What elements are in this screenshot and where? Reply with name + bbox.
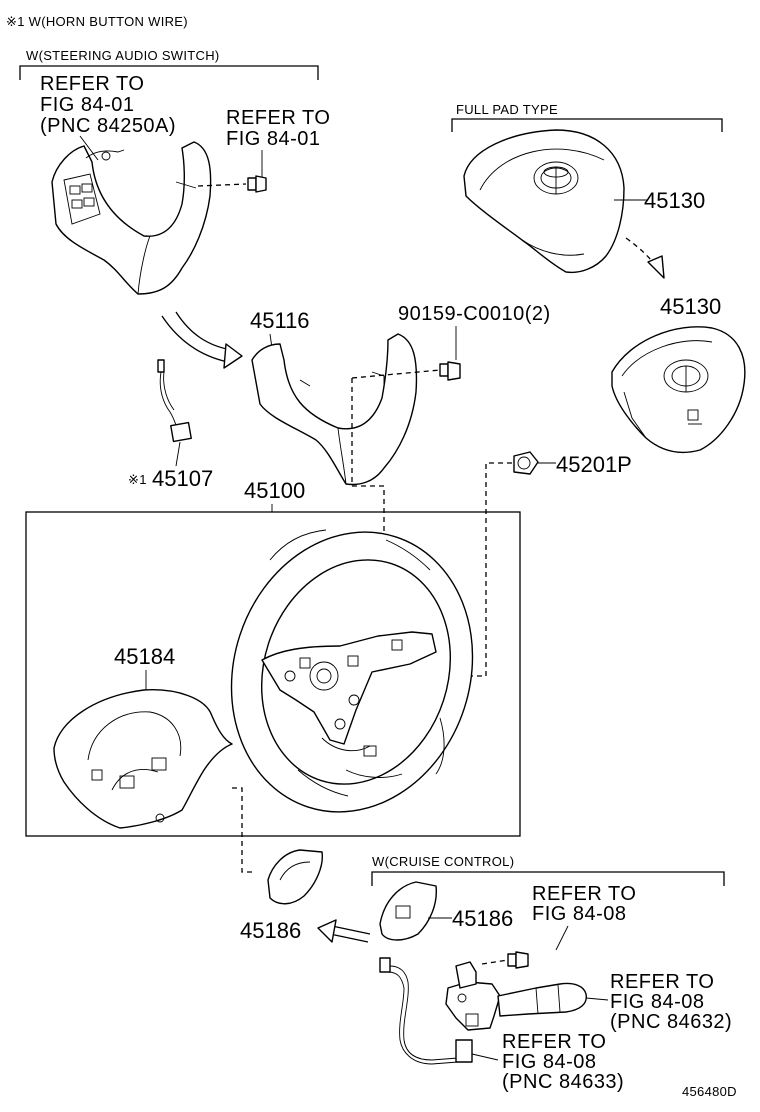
steering-audio-bracket [19, 65, 319, 80]
reference-cruise-screw[interactable]: REFER TO FIG 84-08 [532, 883, 636, 925]
steering-cover-with-audio-switch-illustration [51, 141, 212, 295]
steering-column-cover-lower-left-illustration [267, 849, 323, 905]
svg-text:(PNC 84632): (PNC 84632) [610, 1011, 732, 1033]
svg-text:(PNC 84250A): (PNC 84250A) [40, 115, 176, 137]
part-number-45201p[interactable]: 45201P [556, 452, 632, 477]
part-number-45130-bottom[interactable]: 45130 [660, 294, 721, 319]
horn-pad-alt-illustration [611, 326, 746, 454]
svg-text:FIG 84-08: FIG 84-08 [502, 1051, 597, 1073]
svg-text:REFER TO: REFER TO [610, 971, 714, 993]
svg-text:(PNC 84633): (PNC 84633) [502, 1071, 624, 1093]
screw-illustration-right [351, 361, 461, 486]
svg-text:FIG 84-01: FIG 84-01 [40, 94, 135, 116]
part-number-45130-top[interactable]: 45130 [644, 188, 705, 213]
screw-illustration-top [197, 175, 267, 193]
cruise-control-switch-illustration [445, 961, 587, 1031]
steering-column-cover-lower-right-illustration [379, 881, 437, 941]
svg-text:FIG 84-01: FIG 84-01 [226, 128, 321, 150]
leader-cruise-switch [585, 997, 609, 1001]
part-number-45100[interactable]: 45100 [244, 478, 305, 503]
svg-text:FIG 84-08: FIG 84-08 [610, 991, 705, 1013]
screw-illustration-cruise [481, 951, 529, 969]
full-pad-bracket [451, 118, 723, 132]
dash-45116 [352, 485, 385, 650]
reference-audio-screw[interactable]: REFER TO FIG 84-01 [226, 107, 330, 150]
leader-cruise-screw [555, 925, 569, 951]
cruise-control-note: W(CRUISE CONTROL) [372, 854, 514, 869]
svg-text:REFER TO: REFER TO [502, 1031, 606, 1053]
horn-pad-full-type-illustration [463, 129, 625, 274]
arrow-45186-transfer [317, 919, 371, 943]
leader-45107 [175, 441, 181, 467]
steering-lower-cover-illustration [251, 333, 418, 486]
svg-text:REFER TO: REFER TO [532, 883, 636, 905]
reference-audio-switch[interactable]: REFER TO FIG 84-01 (PNC 84250A) [40, 73, 176, 137]
reference-cruise-wire[interactable]: REFER TO FIG 84-08 (PNC 84633) [502, 1031, 624, 1093]
cruise-control-bracket [371, 871, 725, 886]
dash-45201p [372, 462, 512, 677]
reference-cruise-switch[interactable]: REFER TO FIG 84-08 (PNC 84632) [610, 971, 732, 1033]
steering-audio-note: W(STEERING AUDIO SWITCH) [26, 48, 220, 63]
full-pad-note: FULL PAD TYPE [456, 102, 558, 117]
steering-column-cover-illustration [53, 689, 233, 829]
svg-text:FIG 84-08: FIG 84-08 [532, 903, 627, 925]
horn-wire-note: ※1 W(HORN BUTTON WIRE) [6, 14, 188, 29]
part-number-90159[interactable]: 90159-C0010(2) [398, 303, 551, 325]
horn-wire-ref-mark: ※1 [128, 472, 147, 487]
leader-audio-switch [79, 135, 99, 161]
svg-text:REFER TO: REFER TO [40, 73, 144, 95]
part-number-45186-left[interactable]: 45186 [240, 918, 301, 943]
nut-illustration [513, 451, 539, 475]
horn-button-wire-illustration [157, 359, 192, 443]
leader-cruise-wire [471, 1053, 499, 1061]
part-number-45186-right[interactable]: 45186 [452, 906, 513, 931]
arrow-cover-to-45116 [161, 315, 229, 363]
part-number-45116[interactable]: 45116 [250, 308, 310, 333]
diagram-id: 456480D [682, 1084, 737, 1099]
steering-wheel-illustration [230, 529, 474, 813]
part-number-45184[interactable]: 45184 [114, 644, 175, 669]
dash-45184 [232, 787, 254, 873]
part-number-45107[interactable]: 45107 [152, 466, 213, 491]
cruise-control-wire-illustration [379, 957, 473, 1065]
svg-text:REFER TO: REFER TO [226, 107, 330, 129]
assembly-45100-box [25, 511, 521, 837]
